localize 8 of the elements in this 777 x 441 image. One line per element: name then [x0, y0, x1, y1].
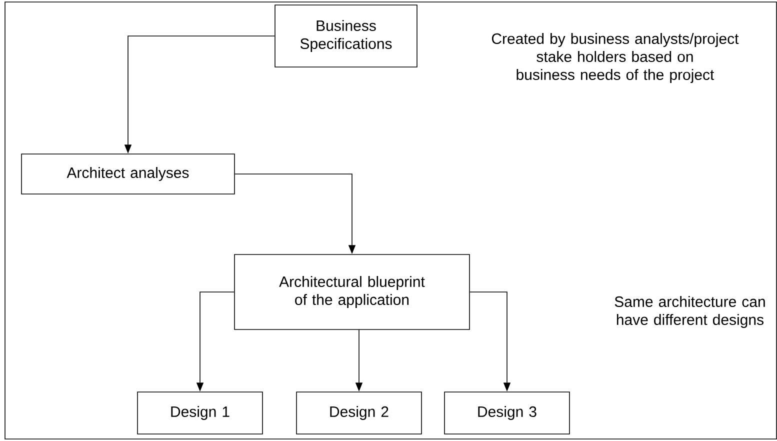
process-box: Design 1: [137, 392, 263, 434]
process-box: Design 2: [296, 392, 422, 434]
process-box: Architectural blueprint of the application: [234, 254, 470, 330]
process-box: Business Specifications: [274, 4, 418, 68]
process-box: Architect analyses: [21, 154, 235, 194]
process-box: Design 3: [444, 392, 570, 434]
note-text: Created by business analysts/project stake holders based on business needs of the project: [492, 33, 739, 83]
note-text: Same architecture can have different designs: [614, 296, 765, 328]
